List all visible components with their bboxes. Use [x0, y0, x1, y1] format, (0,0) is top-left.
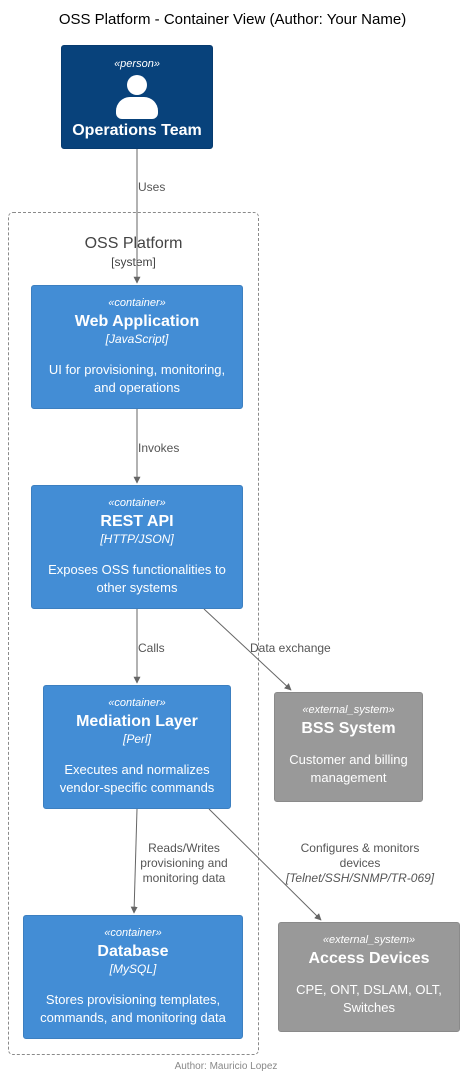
access-devices-external[interactable]: «external_system» Access Devices CPE, ON…	[278, 922, 460, 1032]
container-stereotype: «container»	[108, 497, 166, 509]
container-name: REST API	[100, 513, 174, 530]
label-technology: [Telnet/SSH/SNMP/TR-069]	[285, 871, 435, 885]
rest-api-container[interactable]: «container» REST API [HTTP/JSON] Exposes…	[31, 485, 243, 609]
container-description: Stores provisioning templates, commands,…	[40, 992, 226, 1025]
external-stereotype: «external_system»	[302, 704, 395, 716]
boundary-type: [system]	[111, 255, 156, 269]
external-description: Customer and billing management	[289, 752, 408, 785]
external-description: CPE, ONT, DSLAM, OLT, Switches	[296, 982, 442, 1015]
label-line: provisioning and	[140, 856, 228, 870]
container-stereotype: «container»	[108, 297, 166, 309]
container-name: Web Application	[74, 313, 200, 330]
label-data-exchange: Data exchange	[250, 641, 331, 655]
database-container[interactable]: «container» Database [MySQL] Stores prov…	[23, 915, 243, 1039]
edge-data-exchange	[203, 608, 292, 691]
label-invokes: Invokes	[138, 441, 180, 455]
label-reads-writes: Reads/Writes provisioning and monitoring…	[128, 841, 240, 886]
label-line: monitoring data	[142, 871, 226, 885]
container-description: UI for provisioning, monitoring, and ope…	[48, 362, 226, 395]
label-line: devices	[339, 856, 381, 870]
operations-team-person[interactable]: «person» Operations Team	[61, 45, 213, 149]
label-configures: Configures & monitors devices [Telnet/SS…	[278, 841, 442, 886]
external-name: BSS System	[301, 720, 396, 737]
bss-system-external[interactable]: «external_system» BSS System Customer an…	[274, 692, 423, 802]
external-name: Access Devices	[308, 950, 430, 967]
system-boundary	[8, 212, 259, 1055]
boundary-name: OSS Platform	[84, 235, 183, 252]
label-uses: Uses	[138, 180, 166, 194]
container-technology: [HTTP/JSON]	[100, 532, 174, 546]
web-application-container[interactable]: «container» Web Application [JavaScript]…	[31, 285, 243, 409]
container-stereotype: «container»	[104, 927, 162, 939]
person-stereotype: «person»	[114, 58, 160, 70]
label-line: Reads/Writes	[148, 841, 220, 855]
label-calls: Calls	[138, 641, 165, 655]
edge-configures	[208, 808, 322, 921]
container-technology: [Perl]	[122, 732, 151, 746]
external-stereotype: «external_system»	[322, 934, 416, 946]
footer-author: Author: Mauricio Lopez	[174, 1061, 278, 1072]
mediation-layer-container[interactable]: «container» Mediation Layer [Perl] Execu…	[43, 685, 231, 809]
container-stereotype: «container»	[108, 697, 166, 709]
label-line: Configures & monitors	[300, 841, 420, 855]
container-description: Executes and normalizes vendor-specific …	[59, 762, 215, 795]
container-name: Mediation Layer	[76, 713, 198, 730]
container-description: Exposes OSS functionalities to other sys…	[48, 562, 226, 595]
container-technology: [JavaScript]	[105, 332, 169, 346]
diagram-title: OSS Platform - Container View (Author: Y…	[58, 11, 407, 28]
person-icon	[116, 75, 158, 119]
edge-reads-writes	[130, 808, 138, 914]
person-name: Operations Team	[72, 122, 202, 139]
container-technology: [MySQL]	[109, 962, 157, 976]
container-name: Database	[97, 943, 169, 960]
